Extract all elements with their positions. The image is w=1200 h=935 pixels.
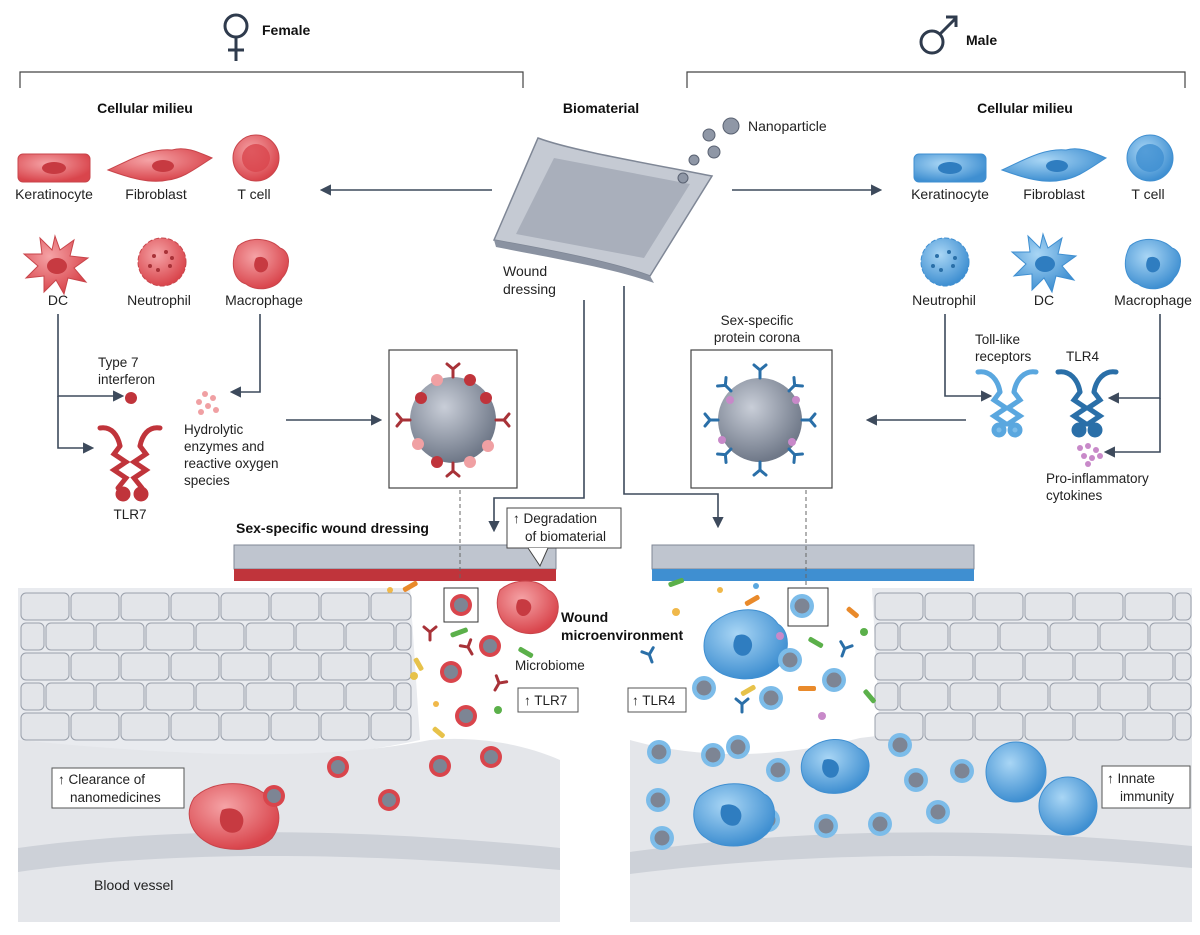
enzymes-label-4: species <box>184 473 230 488</box>
male-nanoparticle-corona-icon <box>703 363 817 477</box>
degradation-label-2: of biomaterial <box>525 529 606 544</box>
cytokines-label-1: Pro-inflammatory <box>1046 471 1149 486</box>
female-nanoparticle-corona-icon <box>395 362 511 478</box>
cytokines-icon <box>1077 443 1103 467</box>
nanoparticle-label: Nanoparticle <box>748 118 827 134</box>
female-epidermis-cells <box>20 592 412 741</box>
male-dc-icon <box>1010 232 1078 294</box>
male-keratinocyte-label: Keratinocyte <box>911 186 989 202</box>
degradation-callout <box>506 507 622 568</box>
male-wound-elements <box>640 577 1098 850</box>
tlr7-badge-box <box>517 687 579 713</box>
male-keratinocyte-icon <box>913 153 987 183</box>
male-section-title: Cellular milieu <box>977 100 1073 116</box>
tlr7-badge: ↑ TLR7 <box>524 693 567 708</box>
tlr4-badge: ↑ TLR4 <box>632 693 676 708</box>
corona-label-1: Sex-specific <box>721 313 794 328</box>
wound-micro-label-2: microenvironment <box>561 627 683 643</box>
degradation-label-1: ↑ Degradation <box>513 511 597 526</box>
toll-like-receptor-icon <box>975 369 1039 438</box>
wound-dressing-icon <box>492 137 714 283</box>
female-fibroblast-icon <box>106 148 214 182</box>
tlr7-label: TLR7 <box>113 507 146 522</box>
female-symbol-icon <box>223 13 249 61</box>
female-wound-elements <box>188 580 559 850</box>
female-macrophage-icon <box>232 239 289 290</box>
female-dc-label: DC <box>48 292 68 308</box>
clearance-box <box>51 767 185 809</box>
tlr-label-2: receptors <box>975 349 1032 364</box>
female-dressing-title: Sex-specific wound dressing <box>236 520 429 536</box>
center-arrows <box>319 184 883 533</box>
cytokines-label-2: cytokines <box>1046 488 1103 503</box>
female-section-title: Cellular milieu <box>97 100 193 116</box>
innate-box <box>1101 765 1191 809</box>
tlr4-badge-box <box>627 687 687 713</box>
clearance-label-1: ↑ Clearance of <box>58 772 145 787</box>
wound-dressing-label-1: Wound <box>503 263 547 279</box>
nanoparticle-cluster-icon <box>677 117 740 184</box>
corona-label-2: protein corona <box>714 330 801 345</box>
male-neutrophil-label: Neutrophil <box>912 292 976 308</box>
wound-micro-label-1: Wound <box>561 609 608 625</box>
wound-dressing-label-2: dressing <box>503 281 556 297</box>
innate-label-2: immunity <box>1120 789 1174 804</box>
male-label: Male <box>966 32 997 48</box>
female-dc-icon <box>22 234 90 296</box>
innate-label-1: ↑ Innate <box>1107 771 1155 786</box>
female-label: Female <box>262 22 310 38</box>
female-keratinocyte-label: Keratinocyte <box>15 186 93 202</box>
male-symbol-icon <box>919 15 958 55</box>
female-bracket <box>19 71 524 88</box>
male-dressing-bar <box>651 544 975 581</box>
female-dressing-bar <box>233 544 557 581</box>
male-dc-label: DC <box>1034 292 1054 308</box>
female-fibroblast-label: Fibroblast <box>125 186 187 202</box>
male-macrophage-icon <box>1124 239 1181 290</box>
tlr4-label: TLR4 <box>1066 349 1100 364</box>
male-signaling-arrows <box>865 314 1161 458</box>
male-t-cell-icon <box>1126 134 1174 182</box>
male-t-cell-label: T cell <box>1131 186 1164 202</box>
male-macrophage-label: Macrophage <box>1114 292 1192 308</box>
female-signaling-arrows <box>57 314 383 454</box>
enzymes-icon <box>196 391 219 415</box>
male-fibroblast-icon <box>1000 148 1108 182</box>
interferon-icon <box>125 392 137 404</box>
type7-label-1: Type 7 <box>98 355 139 370</box>
type7-label-2: interferon <box>98 372 155 387</box>
male-bracket <box>686 71 1186 88</box>
female-neutrophil-icon <box>137 237 187 287</box>
blood-vessel-label: Blood vessel <box>94 877 173 893</box>
clearance-label-2: nanomedicines <box>70 790 161 805</box>
enzymes-label-2: enzymes and <box>184 439 264 454</box>
enzymes-label-3: reactive oxygen <box>184 456 279 471</box>
biomaterial-title: Biomaterial <box>563 100 639 116</box>
enzymes-label-1: Hydrolytic <box>184 422 244 437</box>
tlr4-receptor-icon <box>1055 369 1119 438</box>
female-macrophage-label: Macrophage <box>225 292 303 308</box>
tlr7-receptor-icon <box>97 425 163 502</box>
microbiome-label: Microbiome <box>515 658 585 673</box>
female-t-cell-icon <box>232 134 280 182</box>
male-neutrophil-icon <box>920 237 970 287</box>
female-keratinocyte-icon <box>17 153 91 183</box>
female-neutrophil-label: Neutrophil <box>127 292 191 308</box>
male-epidermis-cells <box>874 592 1192 741</box>
female-t-cell-label: T cell <box>237 186 270 202</box>
tlr-label-1: Toll-like <box>975 332 1020 347</box>
male-fibroblast-label: Fibroblast <box>1023 186 1085 202</box>
